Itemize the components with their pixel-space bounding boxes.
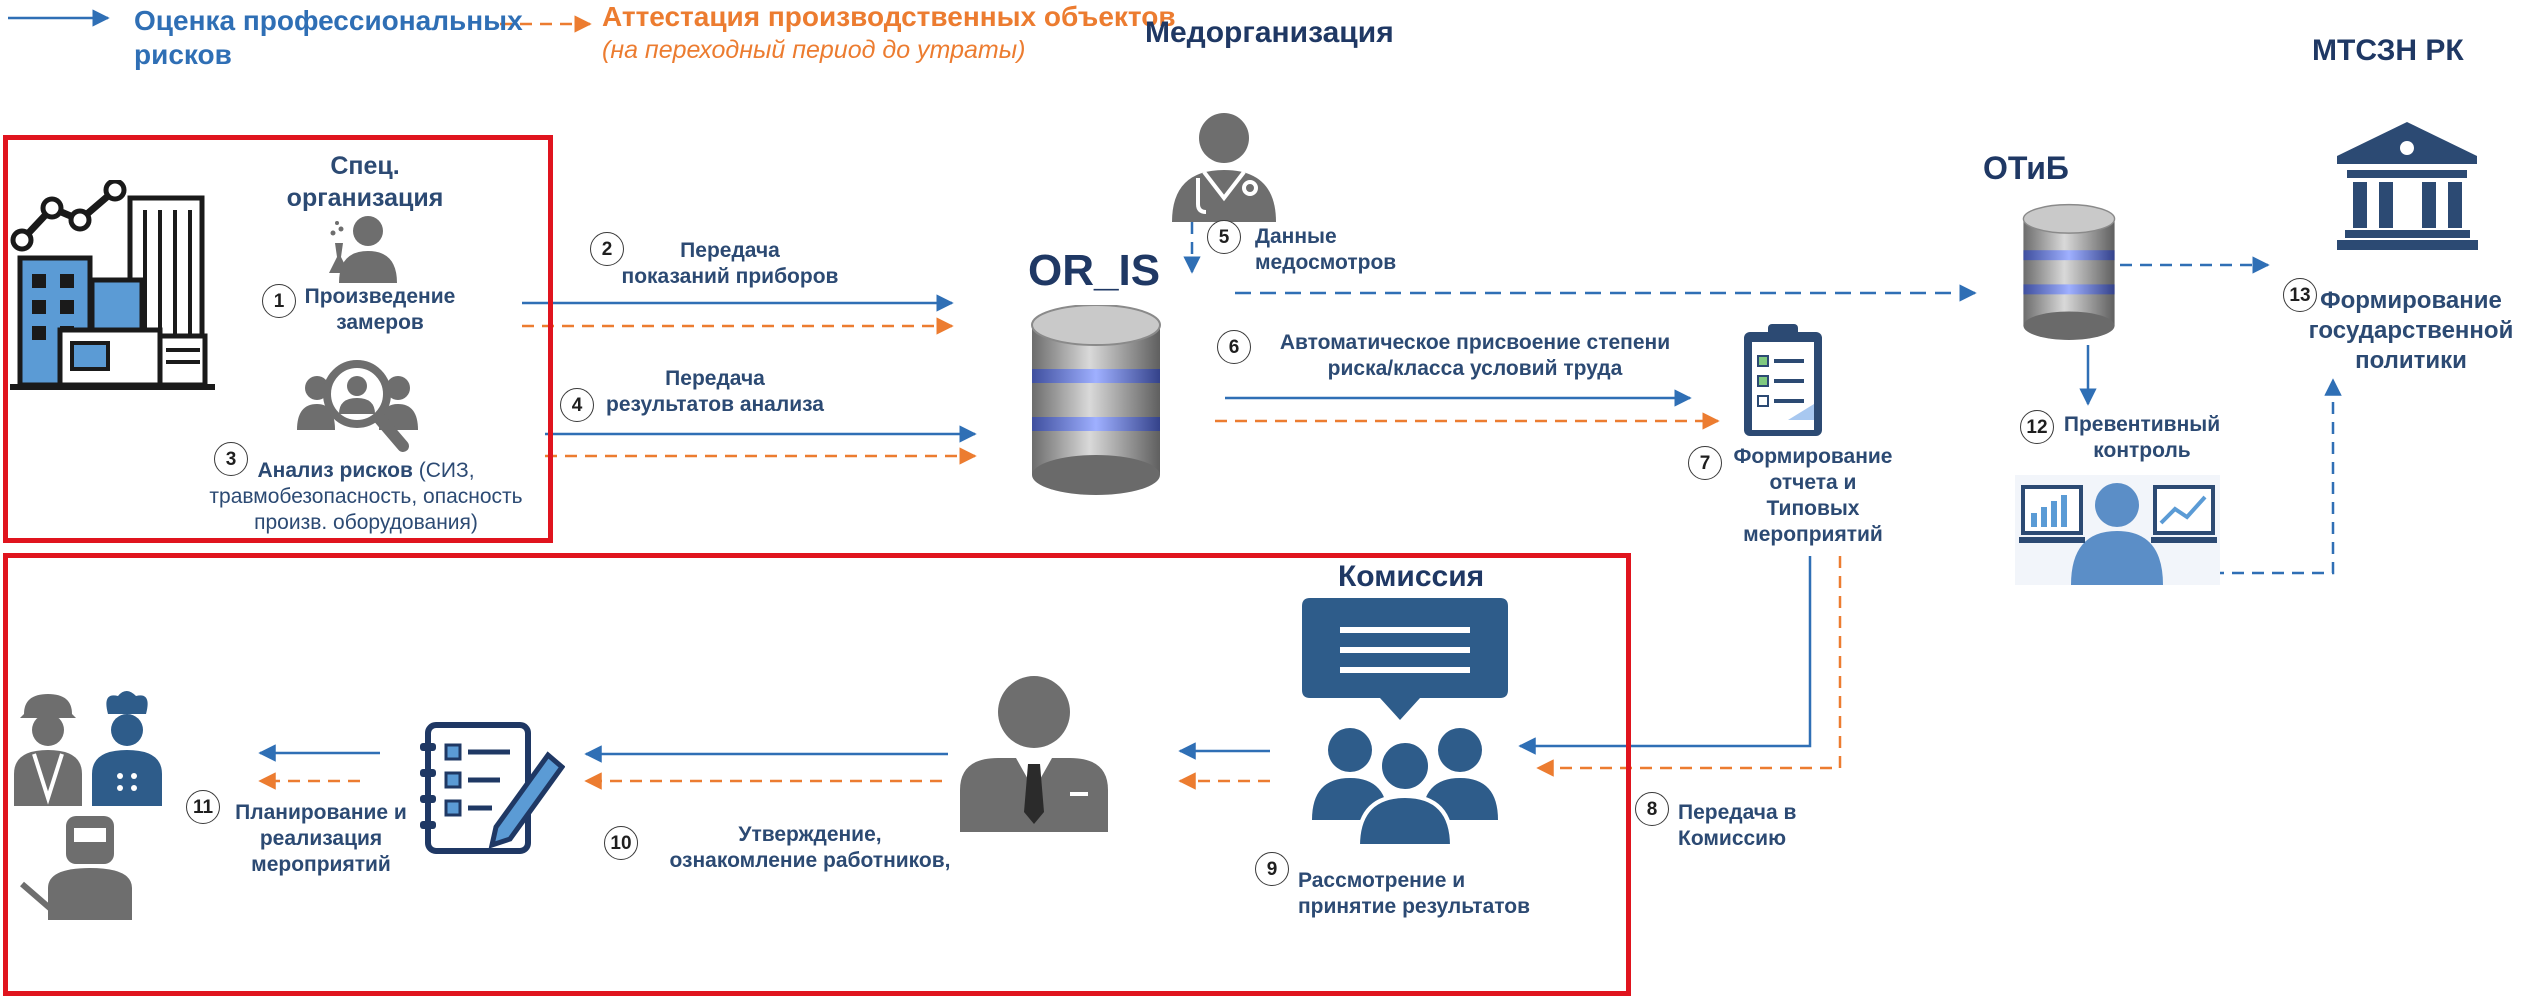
step-10-badge: 10 <box>604 826 638 860</box>
arrow-8-blue <box>1518 556 1812 755</box>
step-9-badge: 9 <box>1255 852 1289 886</box>
otib-database-icon <box>2022 203 2116 340</box>
step-3-badge: 3 <box>214 442 248 476</box>
or-is-title: OR_IS <box>1028 246 1161 295</box>
step-3-label: Анализ рисков (СИЗ, травмобезопасность, … <box>209 459 523 534</box>
arrow-12-13 <box>2212 378 2342 575</box>
or-is-database-icon <box>1031 305 1161 495</box>
step-2-badge: 2 <box>590 232 624 266</box>
workers-icon <box>14 691 162 920</box>
step-8-badge: 8 <box>1635 792 1669 826</box>
step-7-badge: 7 <box>1688 446 1722 480</box>
manager-icon <box>960 676 1108 832</box>
step-10-label: Утверждение,ознакомление работников, <box>669 823 951 872</box>
otib-title: ОТиБ <box>1983 150 2069 186</box>
arrow-8-orange <box>1536 556 1842 777</box>
factory-growth-icon <box>10 180 215 390</box>
spec-org-title: Спец.организация <box>286 152 444 212</box>
step-4-badge: 4 <box>560 388 594 422</box>
step-11-badge: 11 <box>186 790 220 824</box>
step-1-badge: 1 <box>262 284 296 318</box>
spec-organization-frame <box>3 135 553 543</box>
report-clipboard-icon <box>1744 324 1822 436</box>
risk-analysis-icon <box>297 360 418 452</box>
doctor-icon <box>1172 113 1276 222</box>
step-12-badge: 12 <box>2020 410 2054 444</box>
legend-orange-text: Аттестация производственных объектов (на… <box>602 1 1176 64</box>
commission-title: Комиссия <box>1338 560 1485 593</box>
med-org-title: Медорганизация <box>1145 16 1394 49</box>
planning-notepad-icon <box>420 722 565 854</box>
commission-meeting-icon <box>1302 598 1508 846</box>
enterprise-frame <box>3 553 1631 996</box>
scientist-icon <box>329 216 397 283</box>
mtszn-title: МТСЗН РК <box>2312 34 2464 67</box>
step-5-badge: 5 <box>1207 220 1241 254</box>
step-13-badge: 13 <box>2283 278 2317 312</box>
monitoring-workstation-icon <box>2015 475 2220 585</box>
step-6-badge: 6 <box>1217 330 1251 364</box>
government-building-icon <box>2337 122 2478 250</box>
